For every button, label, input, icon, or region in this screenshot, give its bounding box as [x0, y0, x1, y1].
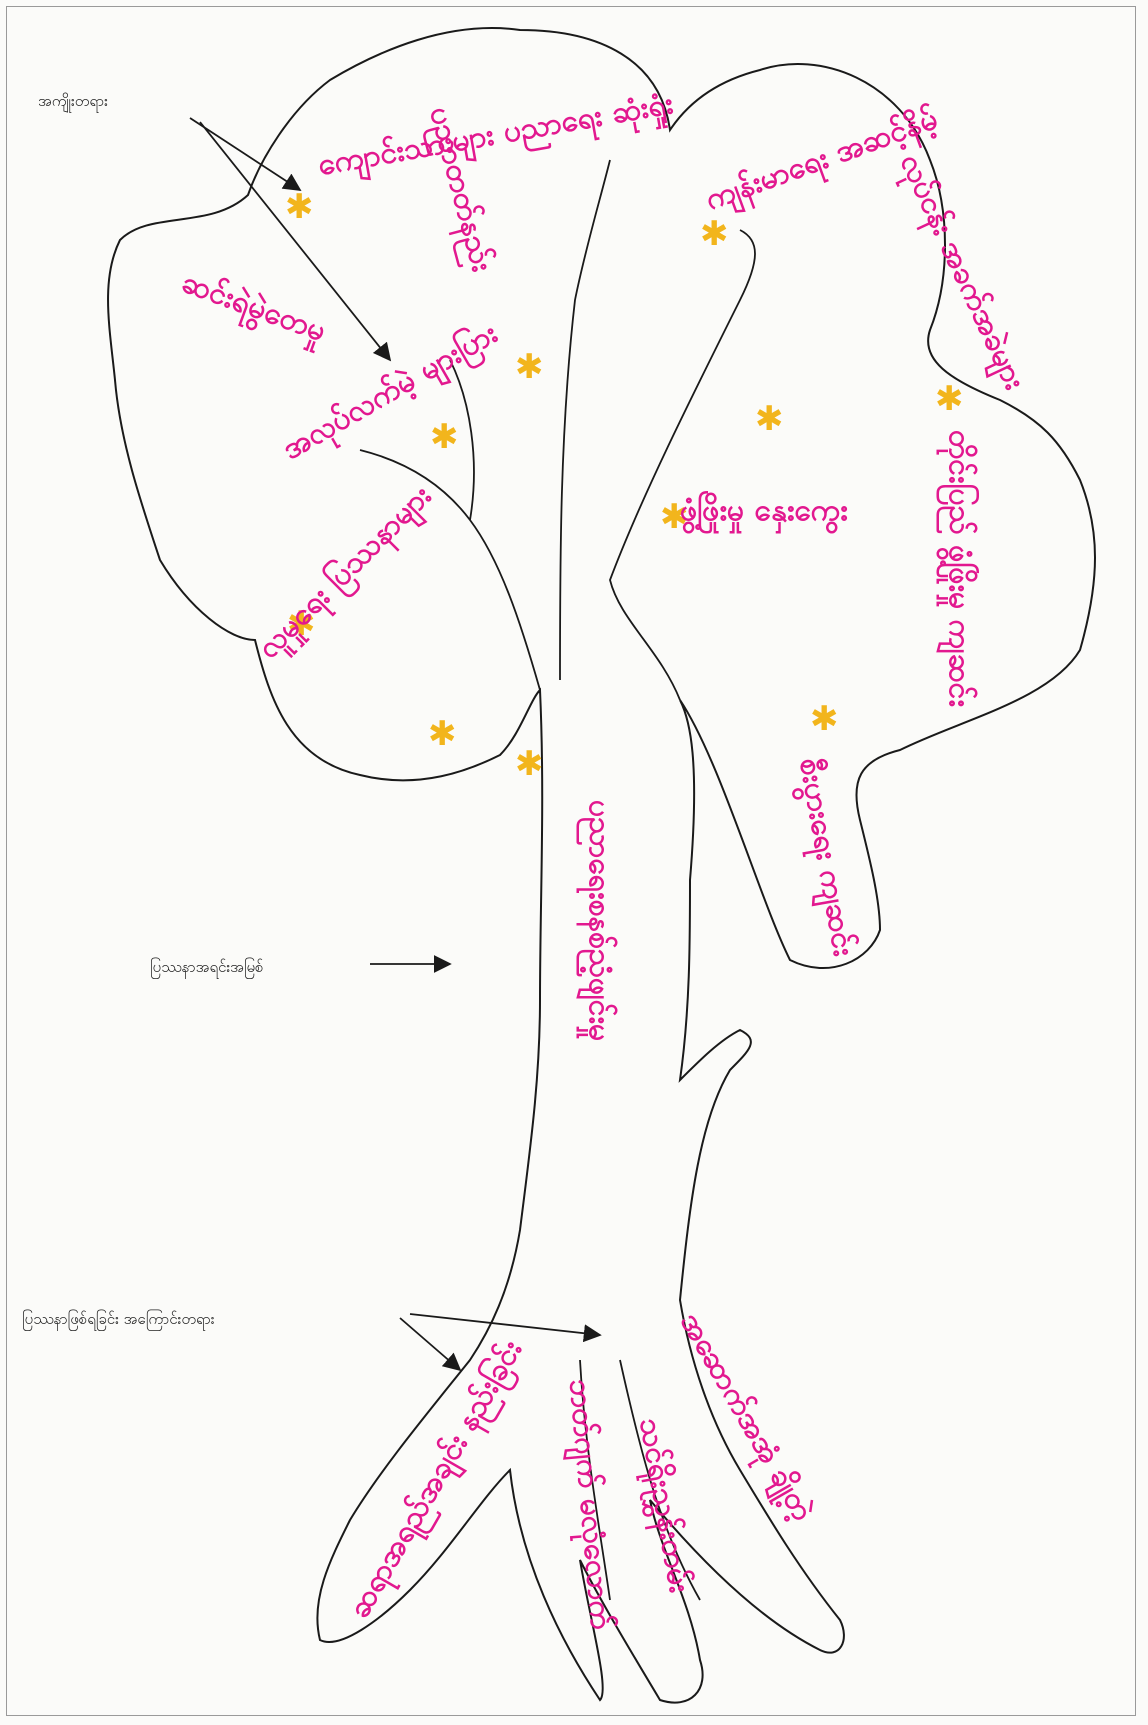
- effects-label: အကျိုးတရား: [38, 92, 108, 114]
- asterisk-star-icon: ✱: [700, 214, 729, 254]
- effect-text: ဆင်းရဲမွဲတေမှု: [175, 264, 331, 356]
- asterisk-star-icon: ✱: [755, 399, 784, 439]
- asterisk-star-icon: ✱: [430, 417, 459, 457]
- asterisk-star-icon: ✱: [810, 699, 839, 739]
- asterisk-star-icon: ✱: [515, 744, 544, 784]
- trunk-core-problem-text: ပညာရေးစနစ်ညံ့ဖျင်းမှု: [575, 800, 618, 1041]
- cause-text: အဆောက်အအုံ ချို့တဲ့: [667, 1306, 822, 1531]
- arrow-causes-2: [410, 1314, 600, 1335]
- effect-star-markers: ✱ ✱ ✱ ✱ ✱ ✱ ✱ ✱ ✱ ✱ ✱: [285, 187, 964, 784]
- cause-text: ဘတ်ဂျက် မလုံလောက်: [555, 1378, 620, 1633]
- branch-line-right: [610, 230, 755, 700]
- cause-text: သင်ရိုးညွှန်းတမ်း: [625, 1415, 698, 1596]
- asterisk-star-icon: ✱: [515, 347, 544, 387]
- asterisk-star-icon: ✱: [285, 187, 314, 227]
- cause-text: ဆရာအရည်အချင်း နည်းခြင်း: [339, 1333, 535, 1628]
- effect-text: တိုင်းပြည် ဖွံ့ဖြိုးမှု ကျဆင်း: [935, 430, 980, 707]
- effect-text: ဖွံ့ဖြိုးမှု နှေးကွေး: [680, 490, 848, 535]
- effect-text: စီးပွားရေး ကျဆင်း: [785, 755, 862, 960]
- arrow-causes-1: [400, 1318, 460, 1370]
- effect-text: လုပ်ငန်း အခက်အခဲများ: [886, 148, 1033, 398]
- effect-text: ကျောင်းသားများ ပညာရေး ဆုံးရှုံး: [315, 85, 677, 190]
- branch-line-center: [560, 160, 610, 680]
- effect-text: လူမှုရေး ပြဿနာများ: [249, 476, 443, 670]
- causes-label: ပြဿနာဖြစ်ရခြင်း အကြောင်းတရား: [22, 1310, 215, 1332]
- core-problem-label: ပြဿနာအရင်းအမြစ်: [150, 958, 263, 980]
- causes-text-group: ဆရာအရည်အချင်း နည်းခြင်း ဘတ်ဂျက် မလုံလောက…: [339, 1306, 822, 1632]
- asterisk-star-icon: ✱: [935, 379, 964, 419]
- asterisk-star-icon: ✱: [428, 714, 457, 754]
